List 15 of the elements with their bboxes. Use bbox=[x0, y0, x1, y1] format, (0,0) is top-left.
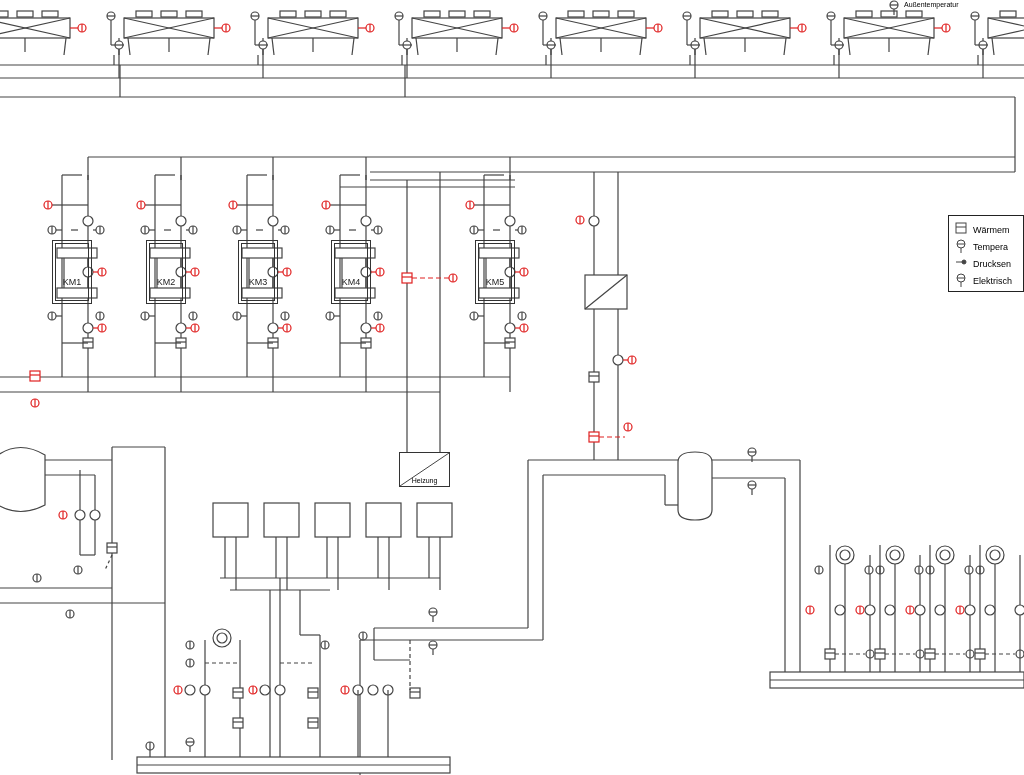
legend-text: Elektrisch bbox=[973, 276, 1012, 286]
legend-text: Drucksen bbox=[973, 259, 1011, 269]
heater-box bbox=[399, 452, 450, 487]
chiller-unit bbox=[146, 240, 186, 304]
chiller-unit bbox=[52, 240, 92, 304]
chiller-label: KM3 bbox=[247, 277, 269, 287]
legend-text: Tempera bbox=[973, 242, 1008, 252]
chiller-label: KM4 bbox=[340, 277, 362, 287]
chiller-unit bbox=[475, 240, 515, 304]
chiller-unit bbox=[238, 240, 278, 304]
chiller-label: KM5 bbox=[484, 277, 506, 287]
chiller-unit bbox=[331, 240, 371, 304]
legend-text: Wärmem bbox=[973, 225, 1010, 235]
chiller-label: KM1 bbox=[61, 277, 83, 287]
chiller-label: KM2 bbox=[155, 277, 177, 287]
